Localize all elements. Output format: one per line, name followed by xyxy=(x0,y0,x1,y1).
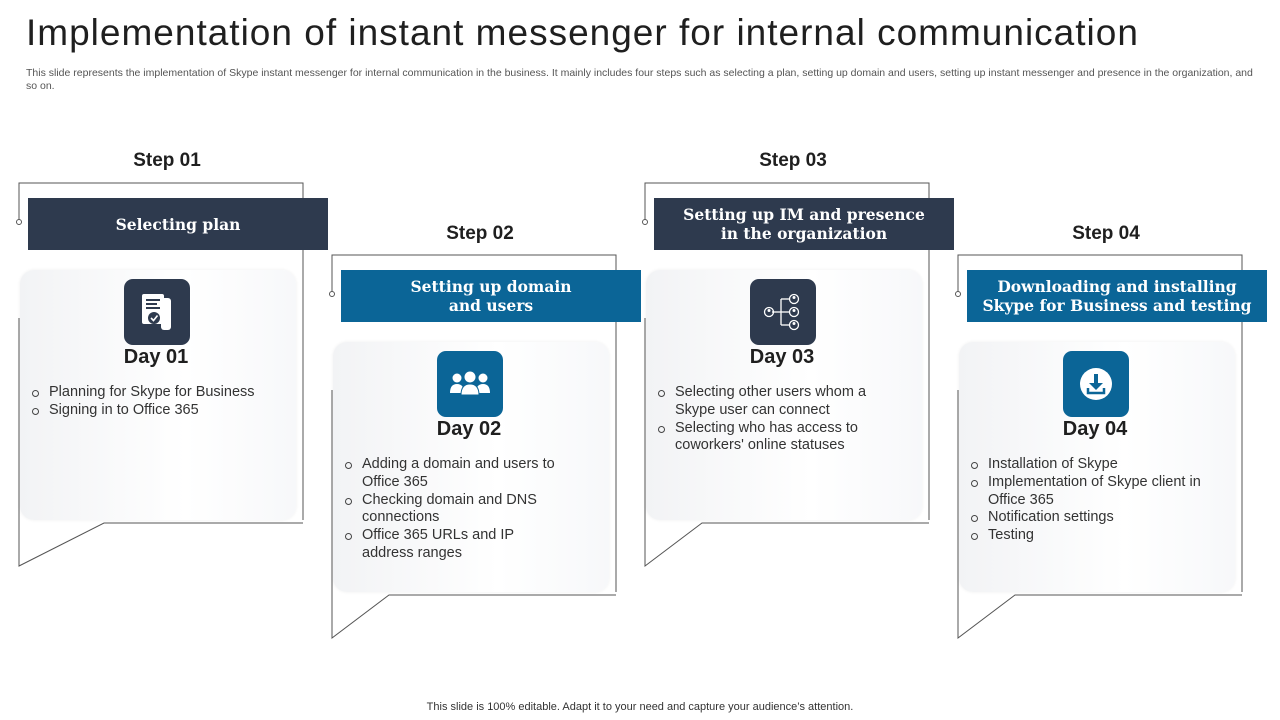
download-icon xyxy=(1080,368,1112,400)
step-04-day: Day 04 xyxy=(1062,418,1128,440)
page-subtitle: This slide represents the implementation… xyxy=(26,67,1253,92)
step-03-banner: Setting up IM and presence in the organi… xyxy=(654,198,954,250)
step-01-list: Planning for Skype for Business Signing … xyxy=(31,384,291,420)
list-item: Selecting other users whom a Skype user … xyxy=(657,384,889,420)
list-item: Installation of Skype xyxy=(970,456,1220,474)
step-03-icon-box xyxy=(750,279,816,345)
network-users-icon xyxy=(763,293,800,331)
step-01-banner: Selecting plan xyxy=(28,198,328,250)
step-02-icon-box xyxy=(437,351,503,417)
step-04-label: Step 04 xyxy=(1072,223,1140,244)
certificate-document-icon xyxy=(142,294,171,330)
page-title: Implementation of instant messenger for … xyxy=(26,12,1139,53)
step-03-day: Day 03 xyxy=(749,346,815,368)
list-item: Planning for Skype for Business xyxy=(31,384,291,402)
list-item: Adding a domain and users to Office 365 xyxy=(344,456,569,492)
footer-note: This slide is 100% editable. Adapt it to… xyxy=(426,701,854,713)
list-item: Implementation of Skype client in Office… xyxy=(970,474,1220,510)
step-02-label: Step 02 xyxy=(446,223,514,244)
list-item: Office 365 URLs and IP address ranges xyxy=(344,527,569,563)
list-item: Checking domain and DNS connections xyxy=(344,492,569,528)
list-item: Notification settings xyxy=(970,509,1220,527)
list-item: Selecting who has access to coworkers' o… xyxy=(657,420,889,456)
step-03-list: Selecting other users whom a Skype user … xyxy=(657,384,889,455)
step-04-banner: Downloading and installing Skype for Bus… xyxy=(967,270,1267,322)
step-02-list: Adding a domain and users to Office 365 … xyxy=(344,456,569,563)
step-02-day: Day 02 xyxy=(436,418,502,440)
step-01-day: Day 01 xyxy=(123,346,189,368)
step-04-icon-box xyxy=(1063,351,1129,417)
step-03-label: Step 03 xyxy=(759,150,827,171)
step-02-banner: Setting up domain and users xyxy=(341,270,641,322)
step-04-list: Installation of Skype Implementation of … xyxy=(970,456,1220,545)
list-item: Testing xyxy=(970,527,1220,545)
step-01-label: Step 01 xyxy=(133,150,201,171)
list-item: Signing in to Office 365 xyxy=(31,402,291,420)
users-group-icon xyxy=(450,371,490,396)
step-01-icon-box xyxy=(124,279,190,345)
